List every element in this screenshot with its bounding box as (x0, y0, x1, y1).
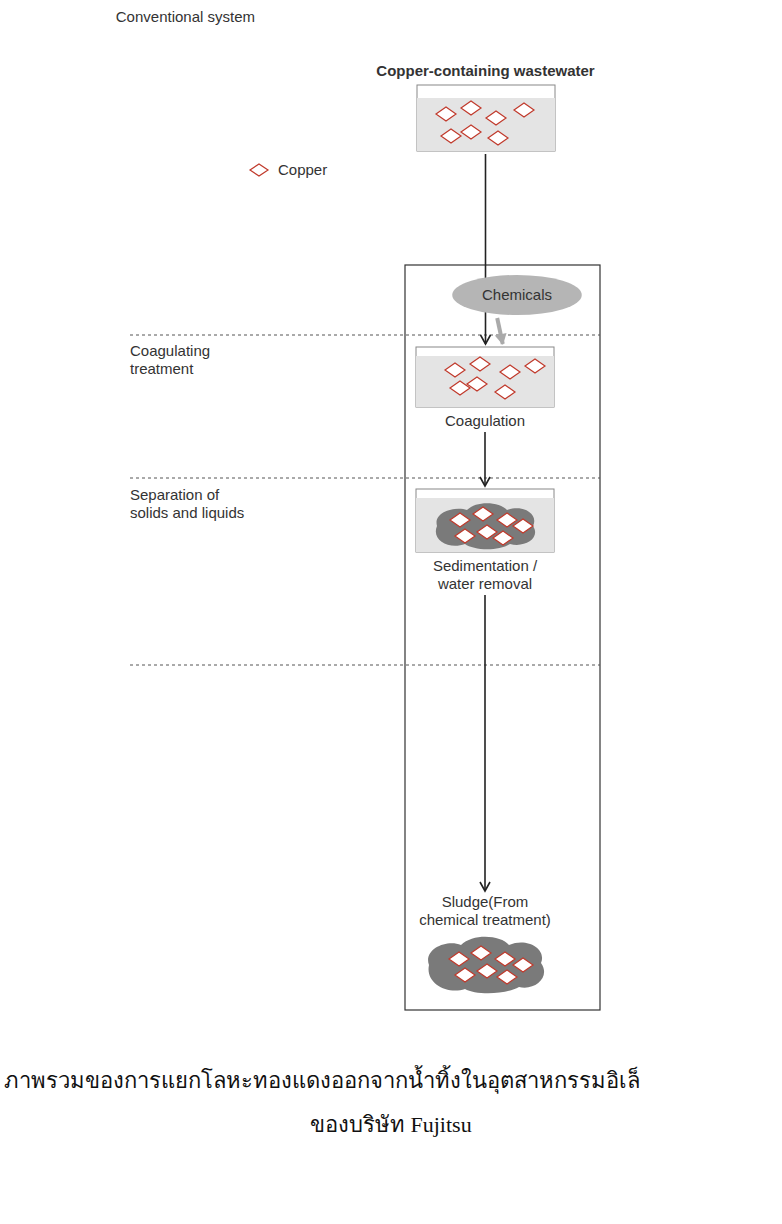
stage-dividers (130, 335, 600, 665)
node-label: Copper-containing wastewater (372, 62, 599, 80)
node-label: Coagulation (411, 412, 559, 430)
coagulation-tank: Coagulation (411, 346, 559, 430)
sedimentation-tank-outline (415, 488, 555, 553)
stage-label: Separation of solids and liquids (130, 486, 250, 522)
flow-arrow (497, 318, 503, 344)
caption-line: ของบริษัท Fujitsu (310, 1112, 472, 1138)
system-frame (405, 265, 600, 1010)
system-title: Conventional system (115, 8, 255, 26)
sludge-heap: Sludge(From chemical treatment) (406, 893, 564, 997)
wastewater-tank: Copper-containing wastewater (372, 62, 599, 152)
stage-label: Coagulating treatment (130, 342, 240, 378)
legend-sample (250, 164, 268, 176)
chemicals-bubble: Chemicals (451, 274, 583, 316)
flow-arrow (485, 154, 487, 344)
sludge-heap-outline (419, 933, 551, 997)
caption-line: ภาพรวมของการแยกโลหะทองแดงออกจากน้ำทิ้งใน… (4, 1068, 640, 1094)
node-label: Sedimentation / water removal (425, 557, 545, 593)
sedimentation-tank: Sedimentation / water removal (415, 488, 555, 593)
flow-arrow (484, 595, 486, 891)
wastewater-tank-outline (416, 84, 556, 152)
coagulation-tank-outline (415, 346, 555, 408)
flow-arrow (484, 432, 486, 486)
node-label: Chemicals (451, 286, 583, 304)
legend-label: Copper (278, 161, 327, 179)
node-label: Sludge(From chemical treatment) (410, 893, 560, 929)
